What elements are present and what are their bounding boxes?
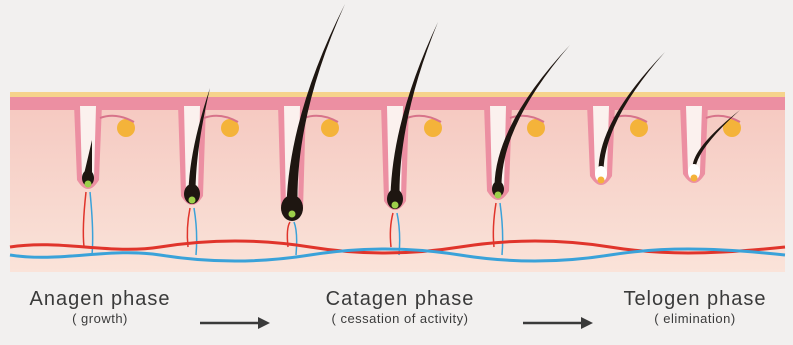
dermal-papilla <box>392 202 399 209</box>
arrow-right-icon <box>523 317 593 329</box>
phase-description: ( growth) <box>10 311 190 327</box>
arrow-right-icon <box>200 317 270 329</box>
dermal-papilla <box>189 197 196 204</box>
dermal-papilla <box>495 192 502 199</box>
phase-name: Catagen phase <box>290 287 510 311</box>
dermal-papilla <box>85 181 92 188</box>
phase-name: Telogen phase <box>600 287 790 311</box>
dermal-papilla <box>598 177 605 184</box>
phase-anagen: Anagen phase ( growth) <box>10 287 190 327</box>
skin-surface <box>10 92 785 97</box>
dermal-papilla <box>691 175 698 182</box>
phase-telogen: Telogen phase ( elimination) <box>600 287 790 327</box>
phase-description: ( cessation of activity) <box>290 311 510 327</box>
phase-description: ( elimination) <box>600 311 790 327</box>
phase-catagen: Catagen phase ( cessation of activity) <box>290 287 510 327</box>
dermal-papilla <box>289 211 296 218</box>
phase-name: Anagen phase <box>10 287 190 311</box>
